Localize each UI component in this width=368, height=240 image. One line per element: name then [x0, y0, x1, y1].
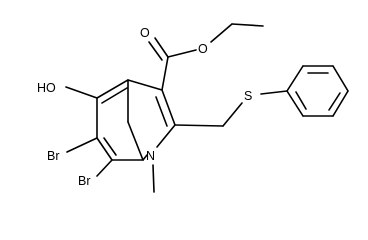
bond-n1-methyl — [152, 164, 155, 193]
bond-carbonyl-o-double — [148, 41, 163, 61]
bond-c6-br — [66, 137, 98, 153]
bond-s-phenyl — [260, 90, 288, 95]
atom-label-sulfur: S — [244, 89, 252, 103]
bond-ph-6 — [286, 90, 304, 117]
bond-c2-n1 — [156, 124, 176, 148]
atom-label-bromine-7: Br — [78, 174, 91, 188]
bond-ch2-s — [222, 102, 243, 127]
bond-ph-inner-2 — [328, 92, 341, 111]
atom-label-bromine-6: Br — [47, 149, 60, 163]
bond-carbonyl-oether — [167, 49, 197, 58]
bond-ch2-ch3 — [231, 23, 264, 27]
bond-ph-inner-3 — [295, 91, 307, 110]
bond-c3-c2 — [161, 89, 176, 126]
bond-c3-carbonyl — [161, 56, 169, 91]
bond-ph-1 — [286, 65, 304, 92]
bond-c3a-c3 — [127, 79, 163, 91]
bond-ph-4 — [332, 90, 349, 117]
atom-label-hydroxyl: HO — [37, 81, 56, 95]
structure-svg: O O HO S N Br Br — [37, 23, 349, 193]
atom-label-nitrogen: N — [146, 149, 155, 163]
bond-c4-c5 — [96, 79, 129, 99]
atom-label-o-carbonyl: O — [140, 26, 150, 40]
bond-c2-ch2 — [174, 124, 224, 127]
bond-c4-c5-inner — [101, 87, 128, 104]
bond-c5-oh — [65, 86, 98, 99]
bond-c6-c7-inner — [103, 137, 117, 156]
bond-ph-3 — [332, 65, 349, 92]
bond-c7a-c3a — [127, 121, 144, 161]
bond-oether-ch2 — [210, 23, 233, 43]
structure-diagram: O O HO S N Br Br — [37, 23, 349, 193]
bond-n1-c7a — [142, 154, 148, 161]
bond-c6-c7 — [96, 137, 113, 161]
bond-c3-c2-inner — [155, 96, 168, 127]
bond-carbonyl-o — [154, 37, 169, 58]
atom-label-o-ether: O — [198, 42, 208, 56]
bond-c7-br — [96, 159, 113, 177]
